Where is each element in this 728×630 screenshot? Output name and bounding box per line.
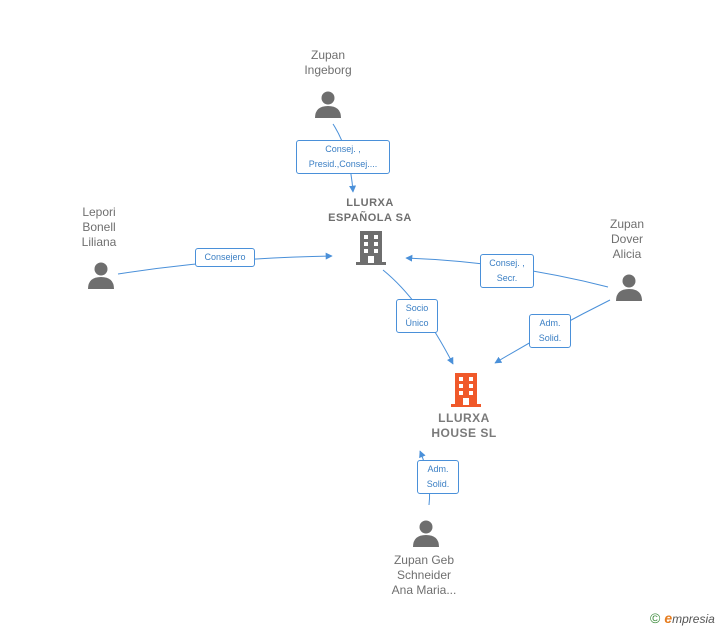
person-label-lepori[interactable]: Lepori Bonell Liliana: [59, 205, 139, 250]
person-label-zupan-ingeborg[interactable]: Zupan Ingeborg: [288, 48, 368, 78]
role-line: Socio: [405, 303, 429, 313]
name-line: Zupan: [609, 217, 645, 231]
role-line: Secr.: [496, 273, 518, 283]
name-line: Lepori: [82, 205, 116, 219]
person-icon[interactable]: [87, 261, 115, 289]
company-label-llurxa-house[interactable]: LLURXA HOUSE SL: [404, 411, 524, 441]
name-line: Zupan Geb: [393, 553, 455, 567]
person-label-zupan-geb[interactable]: Zupan Geb Schneider Ana Maria...: [374, 553, 474, 598]
edge-label-lepori-espanola[interactable]: Consejero: [195, 248, 255, 267]
role-line: Único: [405, 318, 429, 328]
person-icon[interactable]: [314, 90, 342, 118]
role-line: Adm.: [539, 318, 561, 328]
name-line: LLURXA: [346, 197, 394, 209]
role-line: Consejero: [204, 252, 246, 262]
edge-label-dover-espanola[interactable]: Consej. , Secr.: [480, 254, 534, 288]
name-line: Bonell: [82, 220, 116, 234]
edge-label-geb-house[interactable]: Adm. Solid.: [417, 460, 459, 494]
role-line: Adm.: [427, 464, 449, 474]
person-icon[interactable]: [412, 519, 440, 547]
person-label-zupan-dover[interactable]: Zupan Dover Alicia: [587, 217, 667, 262]
name-line: HOUSE SL: [431, 426, 497, 440]
role-line: Consej. ,: [325, 144, 361, 154]
edge-label-dover-house[interactable]: Adm. Solid.: [529, 314, 571, 348]
role-line: Solid.: [426, 479, 450, 489]
company-label-llurxa-espanola[interactable]: LLURXA ESPAÑOLA SA: [310, 196, 430, 226]
name-line: Zupan: [310, 48, 346, 62]
name-line: ESPAÑOLA SA: [328, 212, 412, 224]
name-line: Liliana: [81, 235, 117, 249]
name-line: Ana Maria...: [391, 583, 457, 597]
name-line: Dover: [610, 232, 643, 246]
building-icon[interactable]: [356, 231, 386, 265]
copyright-icon: ©: [650, 610, 661, 626]
name-line: LLURXA: [438, 411, 490, 425]
edge-label-espanola-house[interactable]: Socio Único: [396, 299, 438, 333]
role-line: Consej. ,: [489, 258, 525, 268]
brand-logo: ©empresia: [650, 610, 715, 626]
building-icon[interactable]: [451, 373, 481, 407]
role-line: Solid.: [538, 333, 562, 343]
edge-label-ingeborg-espanola[interactable]: Consej. , Presid.,Consej....: [296, 140, 390, 174]
brand-name: mpresia: [672, 612, 715, 626]
name-line: Schneider: [396, 568, 452, 582]
person-icon[interactable]: [615, 273, 643, 301]
role-line: Presid.,Consej....: [308, 159, 378, 169]
name-line: Alicia: [612, 247, 642, 261]
brand-e: e: [664, 610, 673, 626]
name-line: Ingeborg: [304, 63, 352, 77]
